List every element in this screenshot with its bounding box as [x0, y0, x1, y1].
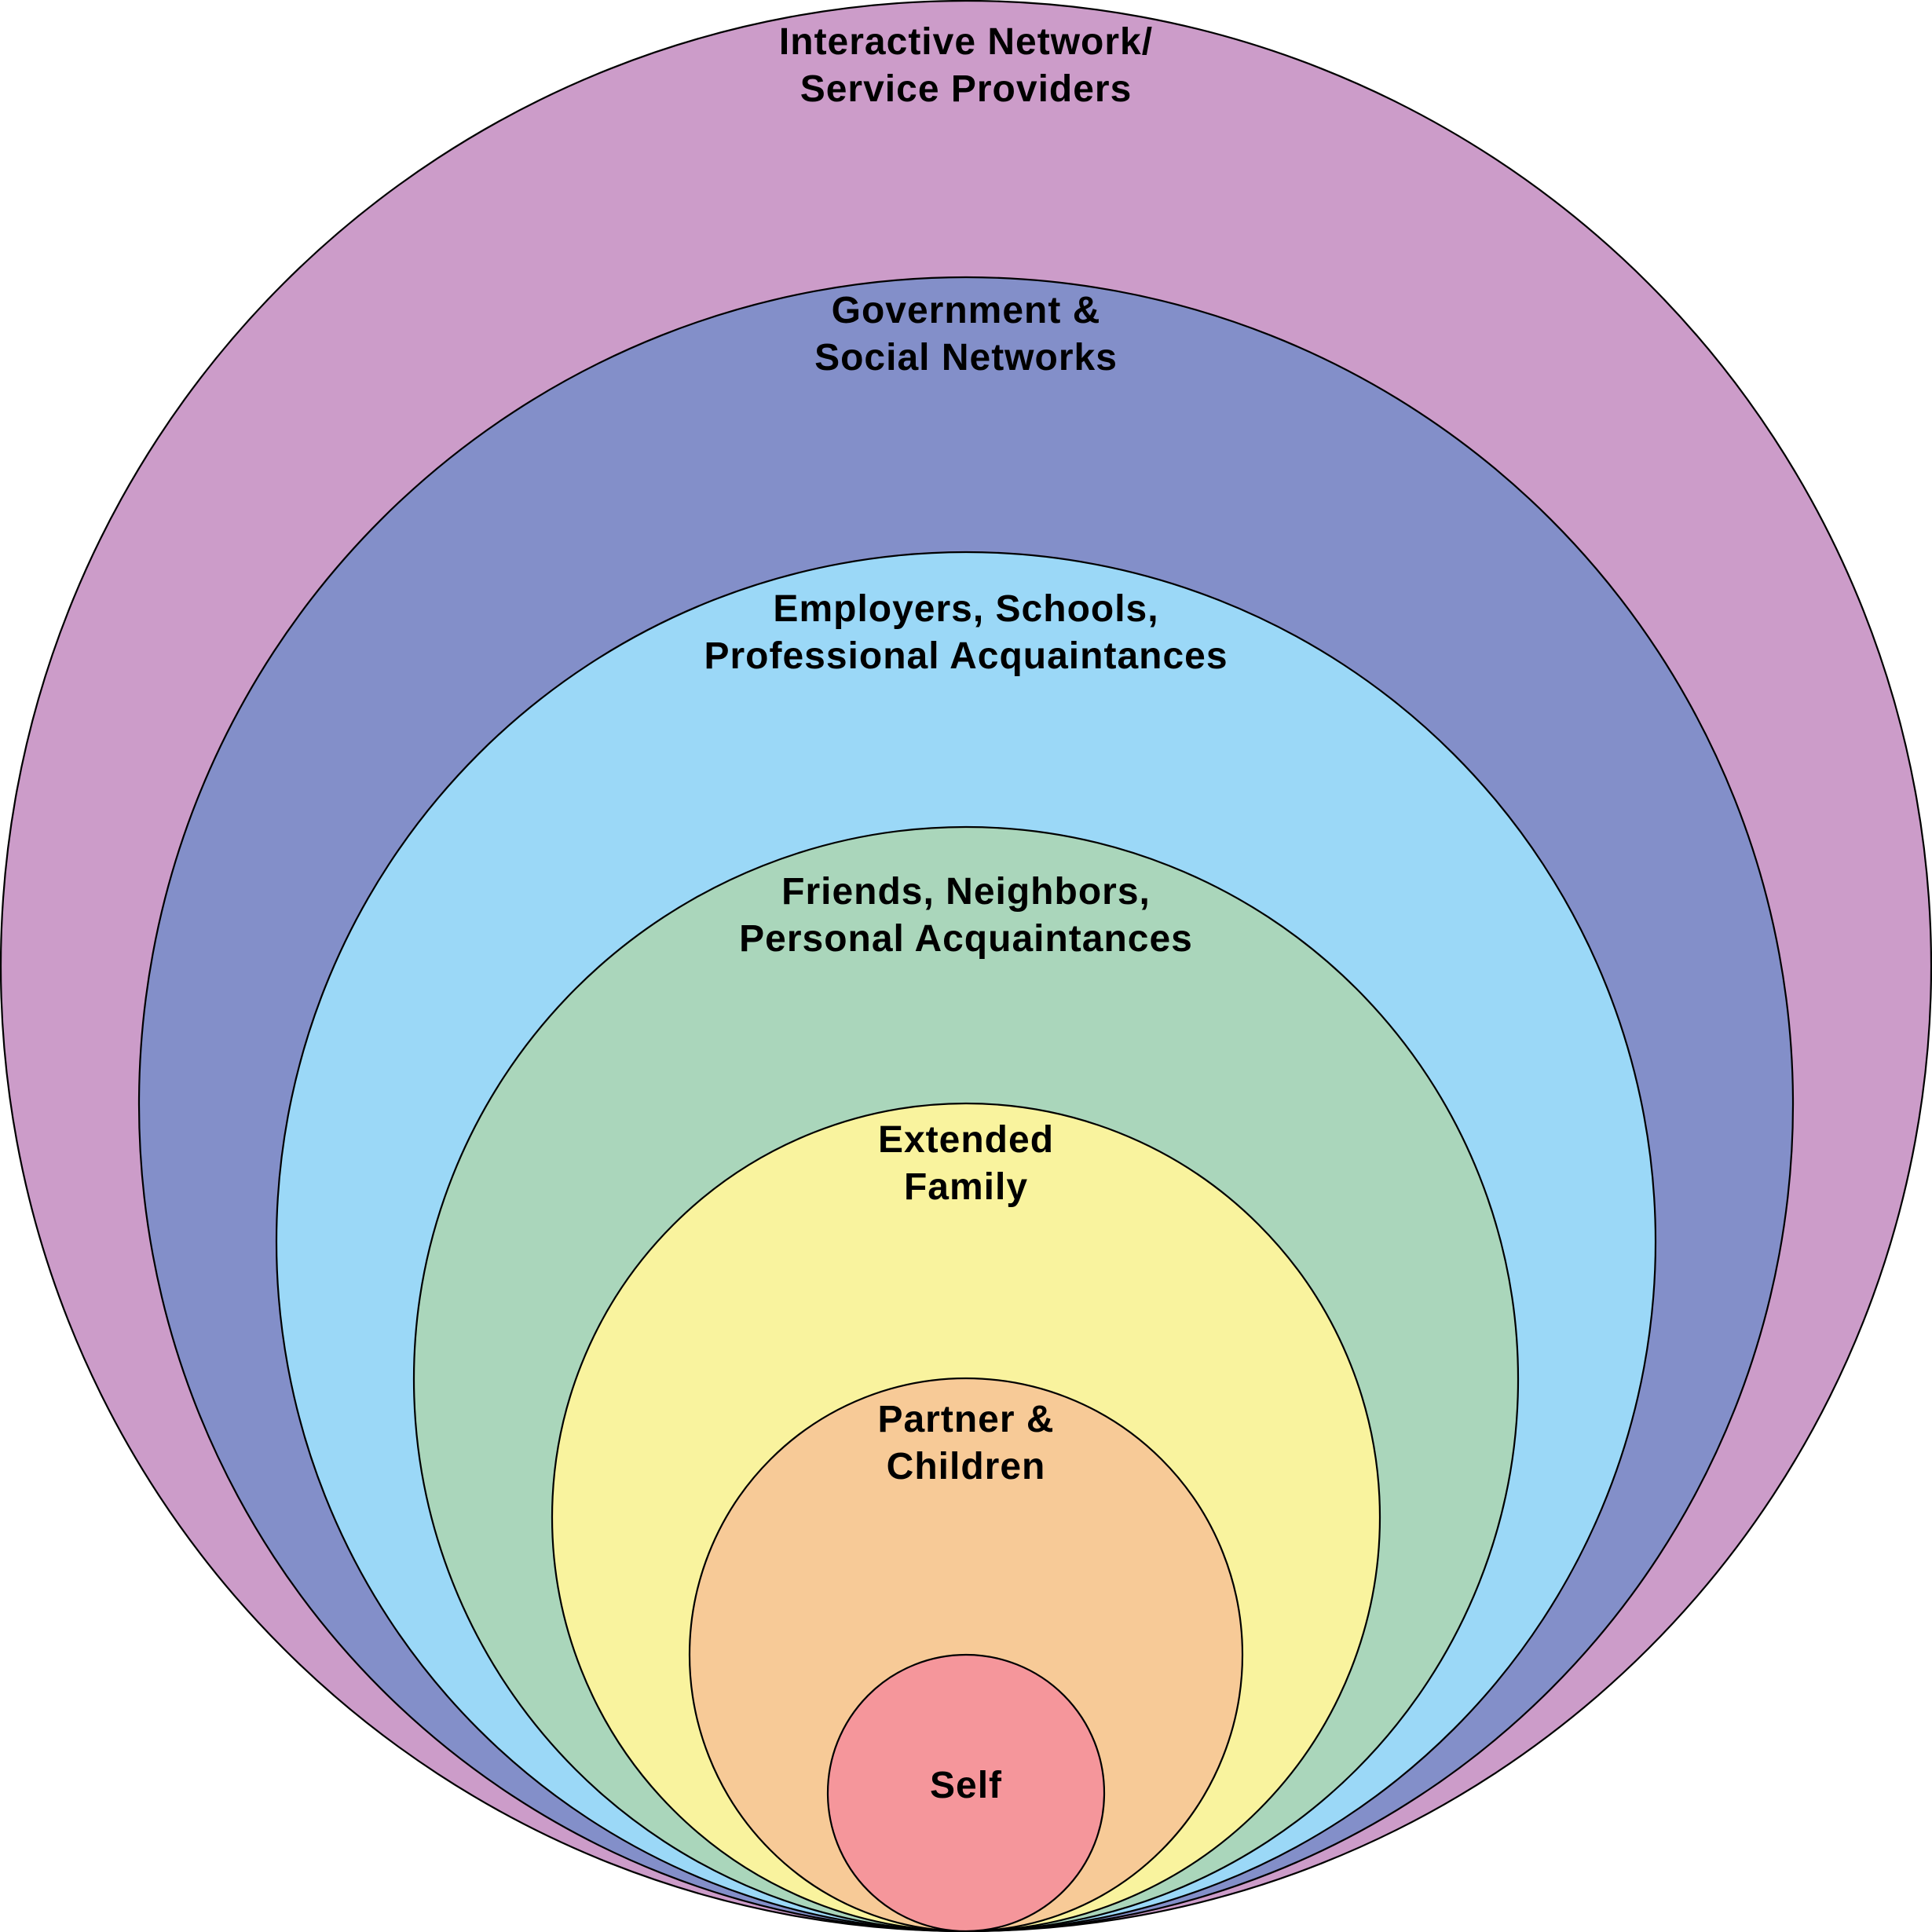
label-line: Self: [929, 1765, 1003, 1806]
label-line: Extended: [877, 1119, 1055, 1161]
label-line: Children: [886, 1446, 1046, 1487]
label-interactive-network: Interactive Network/ Service Providers: [0, 19, 1932, 113]
label-line: Social Networks: [814, 337, 1118, 379]
ring-self: [826, 1653, 1106, 1932]
label-line: Government &: [831, 290, 1101, 331]
label-employers-schools: Employers, Schools, Professional Acquain…: [0, 586, 1932, 680]
label-line: Friends, Neighbors,: [781, 871, 1151, 913]
label-line: Interactive Network/: [778, 21, 1154, 63]
label-extended-family: Extended Family: [0, 1117, 1932, 1211]
label-government-social: Government & Social Networks: [0, 287, 1932, 382]
label-line: Personal Acquaintances: [739, 918, 1193, 960]
label-friends-neighbors: Friends, Neighbors, Personal Acquaintanc…: [0, 869, 1932, 963]
label-self: Self: [0, 1762, 1932, 1809]
label-line: Family: [903, 1166, 1029, 1208]
label-partner-children: Partner & Children: [0, 1396, 1932, 1491]
label-line: Employers, Schools,: [773, 588, 1159, 630]
label-line: Service Providers: [800, 68, 1132, 110]
label-line: Partner &: [877, 1399, 1055, 1440]
label-line: Professional Acquaintances: [704, 635, 1228, 677]
